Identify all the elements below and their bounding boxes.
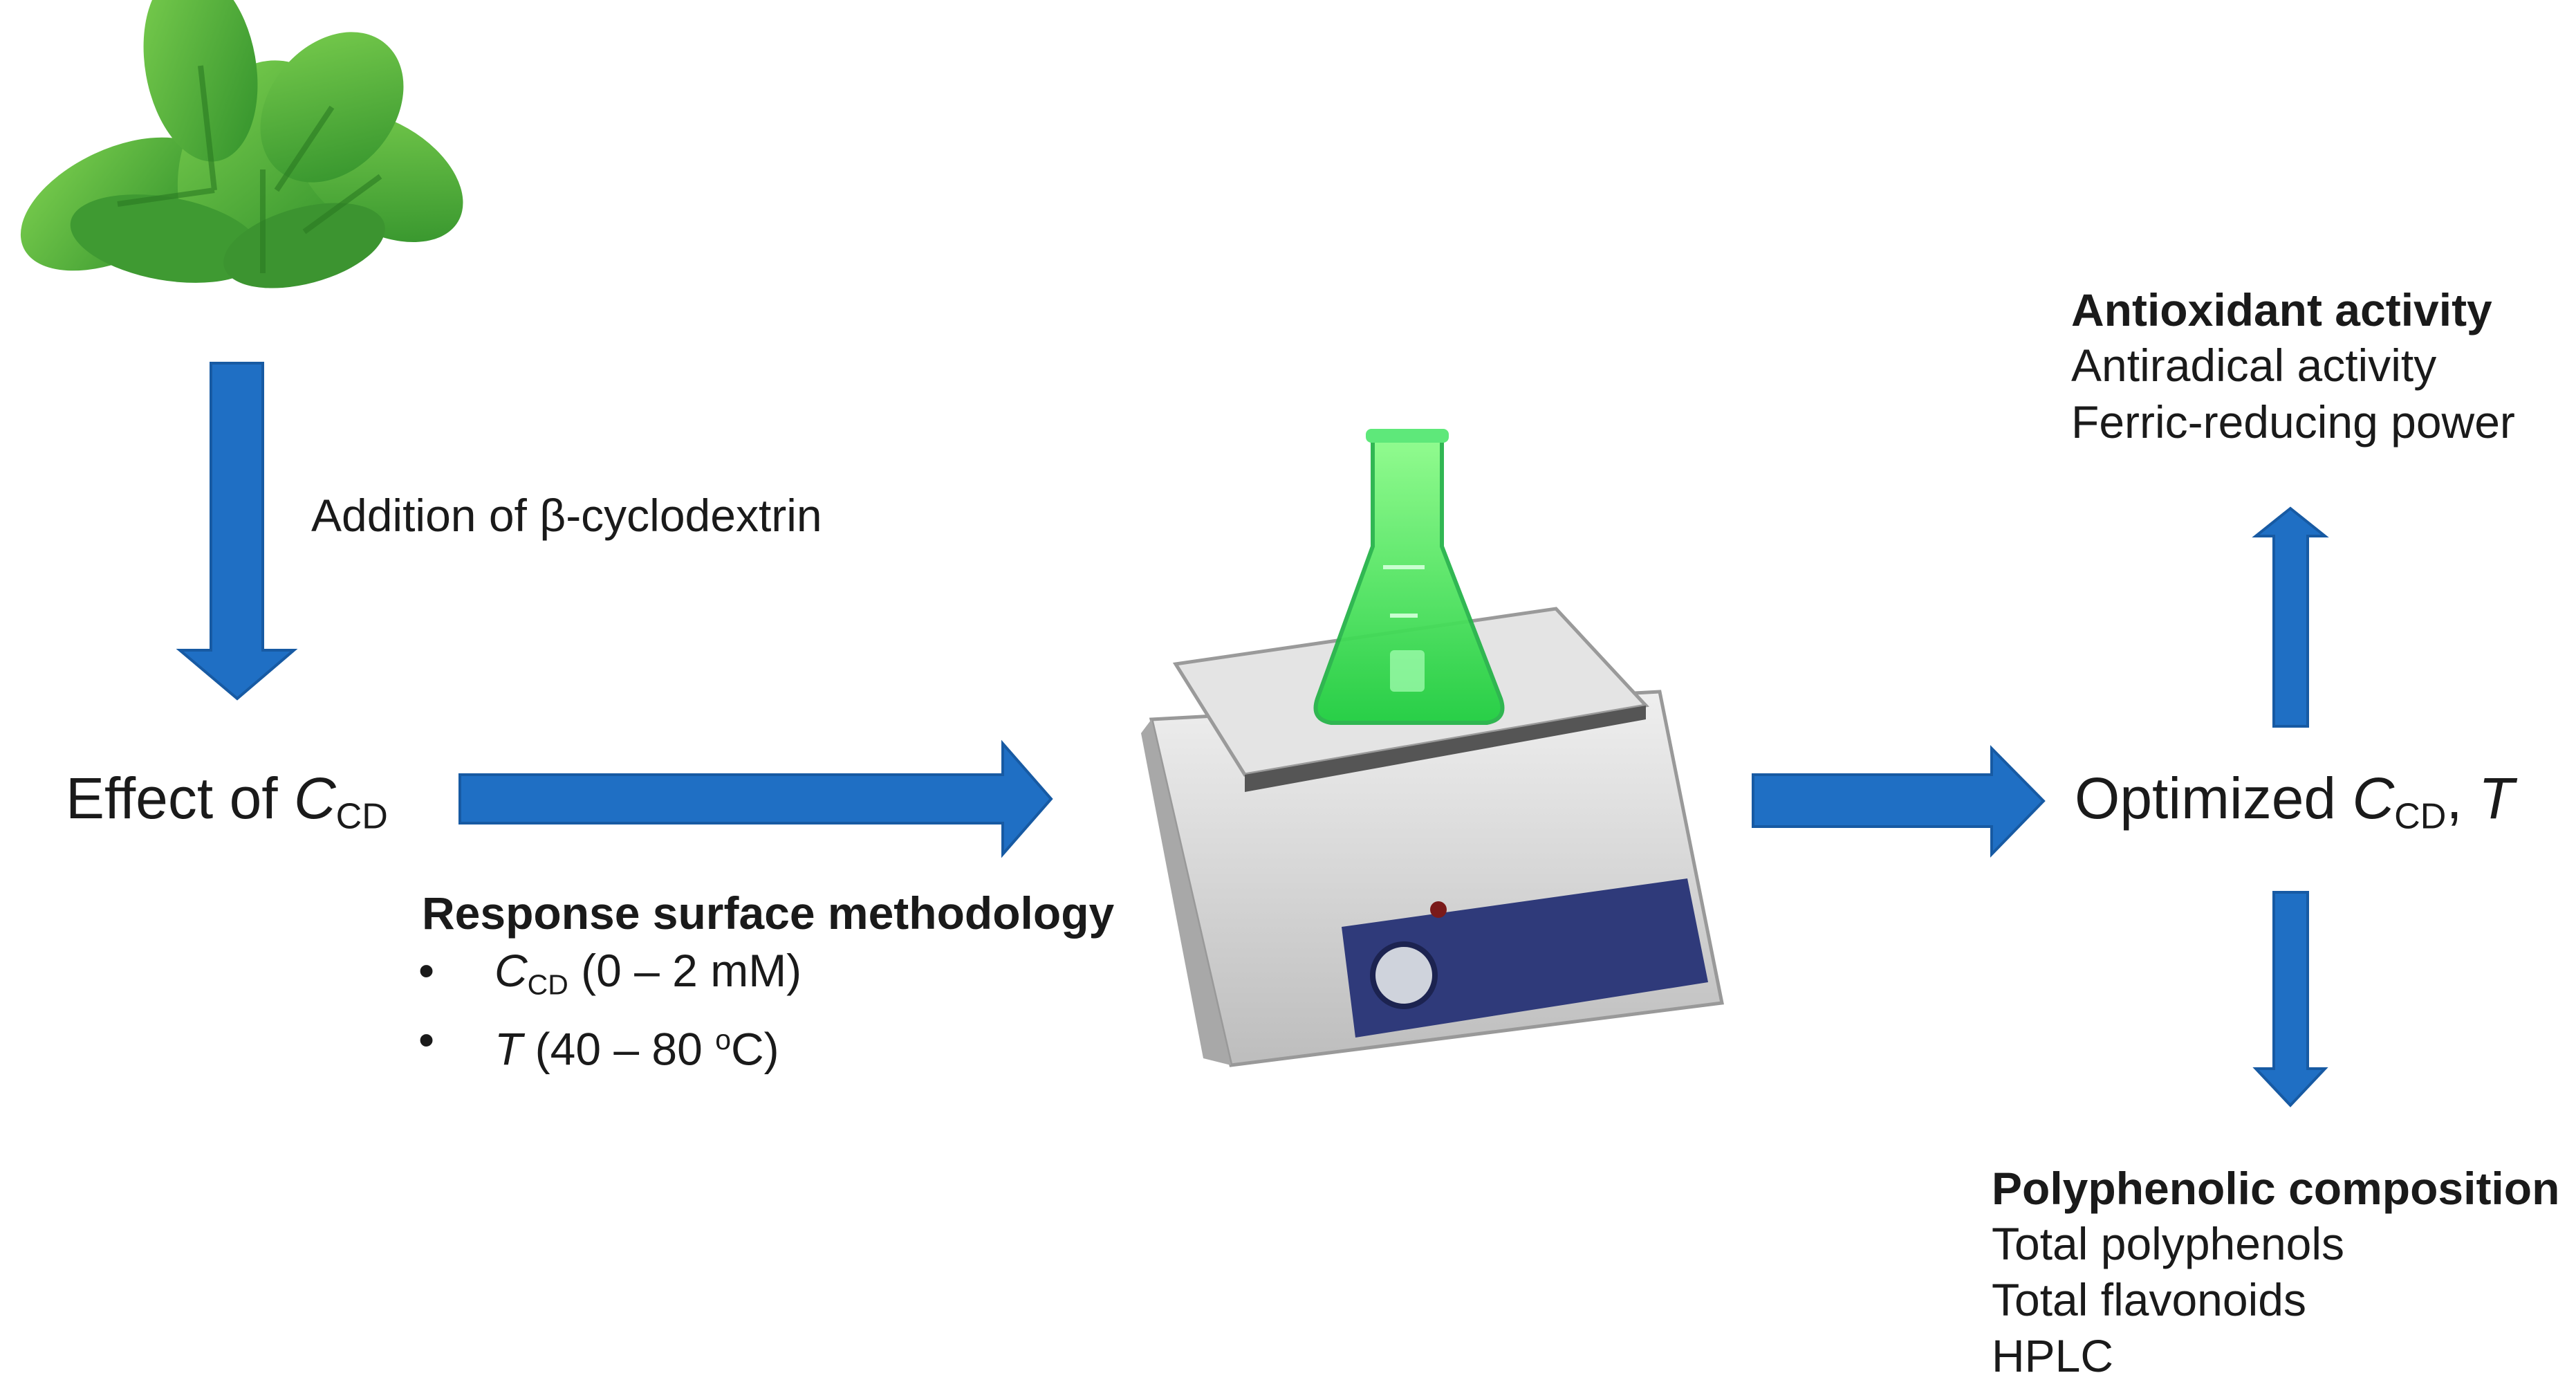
optimized-sub1: CD — [2394, 796, 2447, 837]
hotplate-stirrer-image — [1141, 429, 1724, 1067]
effect-prefix: Effect of — [66, 766, 294, 831]
arrow-down-right — [2252, 891, 2328, 1107]
polyphenolic-item: Total flavonoids — [1992, 1274, 2306, 1325]
arrow-right-left — [458, 739, 1053, 858]
optimized-prefix: Optimized — [2075, 766, 2353, 831]
rsm-item-ccd: • CCD (0 – 2 mM) — [418, 943, 801, 1012]
antioxidant-item: Antiradical activity — [2071, 340, 2437, 391]
rsm-title: Response surface methodology — [422, 887, 1115, 939]
effect-of-ccd-label: Effect of CCD — [66, 769, 388, 835]
arrow-down-left — [176, 362, 298, 701]
mint-leaves-image — [20, 0, 463, 288]
rsm-degree: o — [715, 1024, 731, 1056]
optimized-var2: T — [2478, 766, 2514, 831]
bullet: • — [418, 945, 435, 996]
polyphenolic-item: Total polyphenols — [1992, 1218, 2345, 1269]
rsm-range-a: (40 – 80 — [522, 1023, 716, 1075]
optimized-label: Optimized CCD, T — [2075, 769, 2514, 835]
optimized-sep: , — [2446, 766, 2479, 831]
antioxidant-item: Ferric-reducing power — [2071, 396, 2515, 448]
rsm-var: C — [494, 945, 528, 996]
rsm-var: T — [494, 1023, 523, 1075]
addition-label: Addition of β-cyclodextrin — [311, 490, 822, 541]
rsm-sub: CD — [527, 968, 568, 1001]
arrow-up-right — [2252, 506, 2329, 728]
bullet: • — [418, 1014, 435, 1066]
antioxidant-title: Antioxidant activity — [2071, 284, 2492, 335]
polyphenolic-title: Polyphenolic composition — [1992, 1163, 2560, 1214]
rsm-list: • CCD (0 – 2 mM) • T (40 – 80 oC) — [418, 943, 801, 1077]
erlenmeyer-flask-image — [1313, 429, 1505, 725]
arrow-right-right — [1752, 745, 2046, 858]
rsm-range-b: C) — [730, 1023, 779, 1075]
rsm-item-temperature: • T (40 – 80 oC) — [418, 1012, 801, 1077]
optimized-var1: C — [2352, 766, 2395, 831]
polyphenolic-item: HPLC — [1992, 1330, 2114, 1381]
effect-sub: CD — [335, 796, 388, 837]
rsm-range: (0 – 2 mM) — [568, 945, 802, 996]
effect-var: C — [293, 766, 336, 831]
